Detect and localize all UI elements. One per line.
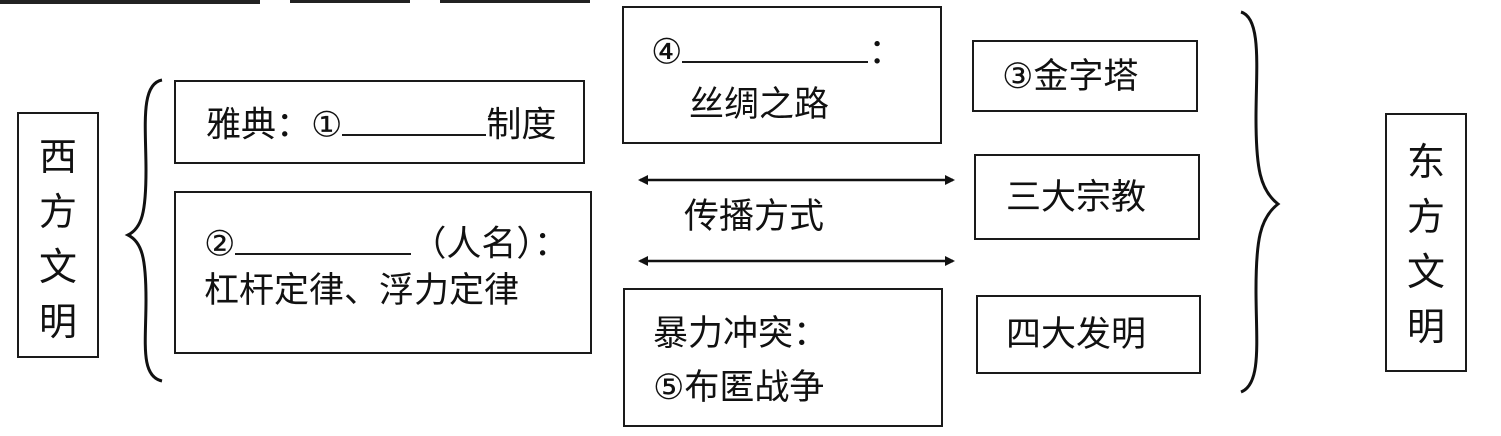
blank-2 <box>235 220 412 256</box>
scientist-hint: （人名）： <box>411 224 569 265</box>
east-char-2: 方 <box>1406 195 1445 239</box>
blank-1 <box>342 101 487 137</box>
right-brace <box>1240 10 1281 394</box>
athens-suffix: 制度 <box>486 105 557 146</box>
cropped-text-strip <box>0 0 590 4</box>
punic-wars-text: ⑤布匿战争 <box>653 368 825 408</box>
east-civilization-label: 东 方 文 明 <box>1387 135 1465 355</box>
item-4-colon: ： <box>868 32 904 73</box>
west-char-4: 明 <box>38 300 77 344</box>
east-char-4: 明 <box>1406 305 1445 349</box>
blank-4-line: ④： <box>651 28 903 73</box>
pyramid-box: ③金字塔 <box>972 40 1198 112</box>
west-civilization-label: 西 方 文 明 <box>19 130 97 350</box>
athens-system-text: 雅典：① 制度 <box>206 101 556 146</box>
west-civilization-label-box: 西 方 文 明 <box>17 112 99 358</box>
violent-conflict-label: 暴力冲突： <box>653 314 829 354</box>
three-religions-text: 三大宗教 <box>1006 178 1147 218</box>
scientist-box: ② （人名）： 杠杆定律、浮力定律 <box>174 191 592 354</box>
violent-conflict-box: 暴力冲突： ⑤布匿战争 <box>623 288 943 427</box>
item-4-prefix: ④ <box>651 32 683 73</box>
east-civilization-label-box: 东 方 文 明 <box>1385 113 1467 372</box>
silk-road-box: ④： 丝绸之路 <box>622 6 942 144</box>
scientist-name-line: ② （人名）： <box>204 220 569 265</box>
athens-prefix: 雅典：① <box>206 105 343 146</box>
scientist-prefix: ② <box>204 224 236 265</box>
west-char-2: 方 <box>38 190 77 234</box>
athens-system-box: 雅典：① 制度 <box>174 80 585 164</box>
west-char-3: 文 <box>38 245 77 289</box>
pyramid-text: ③金字塔 <box>1002 57 1139 97</box>
east-char-1: 东 <box>1406 140 1445 184</box>
east-char-3: 文 <box>1406 250 1445 294</box>
scientist-achievements: 杠杆定律、浮力定律 <box>204 271 520 311</box>
four-inventions-text: 四大发明 <box>1006 315 1147 355</box>
three-religions-box: 三大宗教 <box>974 154 1200 240</box>
silk-road-text: 丝绸之路 <box>689 85 830 125</box>
transmission-methods-label: 传播方式 <box>684 197 825 237</box>
left-brace <box>124 78 163 383</box>
blank-4 <box>682 28 869 64</box>
west-char-1: 西 <box>38 135 77 179</box>
four-inventions-box: 四大发明 <box>976 295 1201 374</box>
